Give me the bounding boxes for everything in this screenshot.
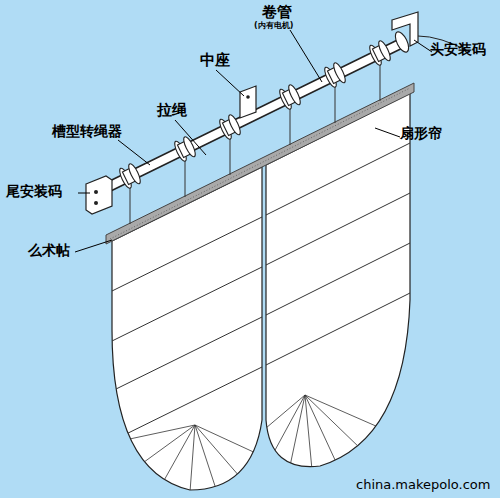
cord-winder: [323, 61, 348, 88]
fan-ray: [305, 395, 312, 470]
winder-disc: [287, 83, 303, 106]
roller-tube-body: [98, 44, 400, 192]
fan-ray: [140, 425, 195, 465]
fan-ray: [195, 425, 216, 489]
middle-bracket: [240, 86, 256, 118]
pull-cords: [130, 57, 380, 224]
fan-ray: [305, 395, 385, 430]
fan-ray: [195, 425, 260, 455]
screw-hole: [94, 190, 98, 194]
motor-end: [393, 30, 412, 54]
fold-line: [112, 267, 262, 341]
curtain-panel: [112, 167, 262, 490]
screw-hole: [246, 95, 250, 99]
winder-disc: [127, 162, 143, 185]
roller-tube: [98, 44, 400, 192]
fan-rays: [266, 395, 385, 470]
leader-line: [414, 40, 432, 52]
cord-winder: [173, 135, 198, 162]
fan-ray: [274, 395, 305, 452]
fan-ray: [305, 395, 362, 450]
fold-line: [266, 293, 410, 365]
tail-bracket: [86, 176, 112, 214]
leader-line: [375, 128, 400, 137]
fan-rays: [125, 425, 260, 492]
fan-ray: [305, 395, 336, 462]
part-label: 槽型转绳器: [52, 124, 122, 139]
winder-disc: [377, 39, 393, 62]
cord-winders: [118, 39, 393, 189]
fan-ray: [195, 425, 240, 477]
part-label: 尾安装码: [6, 184, 62, 199]
fold-line: [112, 317, 262, 391]
part-label: 中座: [200, 52, 230, 69]
leader-line: [290, 30, 322, 82]
leader-line: [75, 240, 112, 252]
winder-disc: [182, 135, 198, 158]
fold-line: [112, 367, 262, 441]
cord-winder: [218, 113, 243, 140]
fan-ray: [290, 395, 305, 466]
part-label: 拉绳: [157, 102, 187, 119]
leader-lines: [75, 30, 432, 252]
cord-winder: [278, 83, 303, 110]
leader-line: [216, 70, 244, 96]
part-label: 么术帖: [28, 243, 70, 258]
leader-line: [175, 120, 206, 155]
fold-lines: [266, 143, 410, 365]
winder-disc: [332, 61, 348, 84]
cord-winder: [118, 162, 143, 189]
leader-line: [78, 193, 90, 194]
fold-lines: [112, 217, 262, 441]
fan-ray: [190, 425, 195, 492]
part-label: 卷管: [262, 4, 292, 21]
part-label: 扇形帘: [400, 126, 442, 141]
leader-line: [118, 140, 150, 165]
part-label: (内有电机): [254, 22, 293, 31]
cord-winder: [368, 39, 393, 66]
screw-hole: [94, 201, 98, 205]
part-label: 头安装码: [430, 42, 486, 57]
fan-ray: [162, 425, 195, 484]
watermark: china.makepolo.com: [356, 478, 490, 492]
